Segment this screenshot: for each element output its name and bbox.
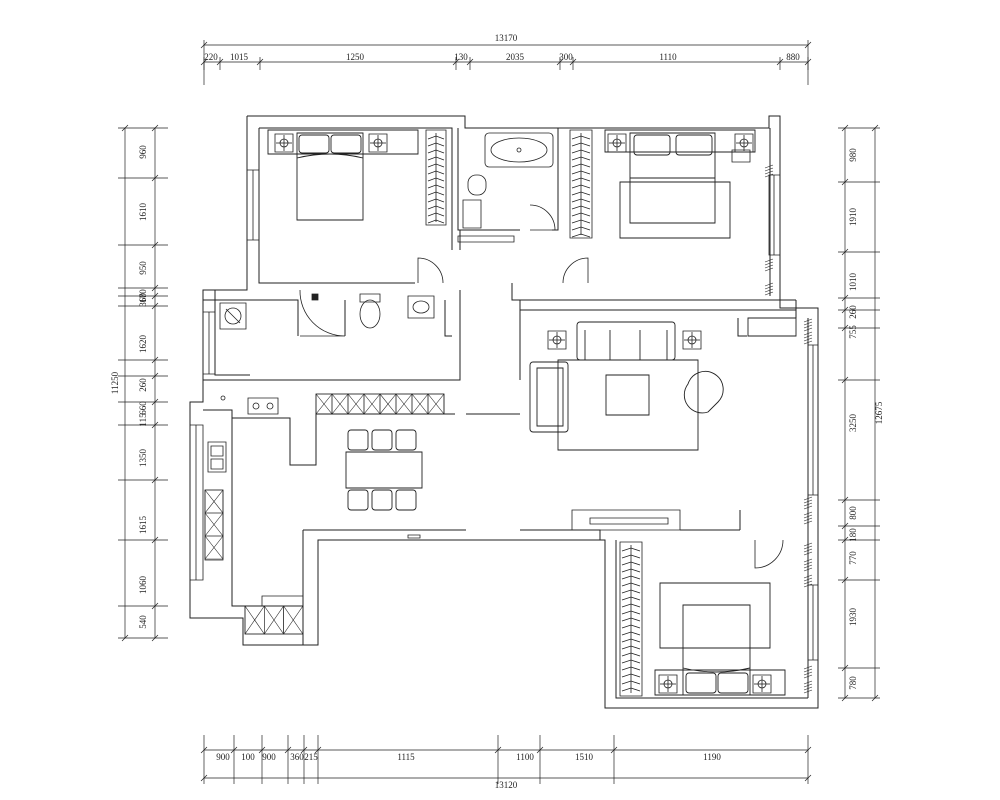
- dimension-bottom-segment: 1100: [516, 752, 534, 762]
- dimension-right-segment: 180: [848, 528, 858, 542]
- bathroom-fixtures: [458, 133, 553, 242]
- dimension-right-segment: 1010: [848, 273, 858, 292]
- dimension-labels: 13170 220 1015 1250 130 2035 300 1110 880 13120 90…: [110, 33, 884, 790]
- living-room-furniture: [530, 318, 796, 450]
- dimension-bottom-segment: 900: [262, 752, 276, 762]
- dimension-right-segment: 770: [848, 551, 858, 565]
- dimension-right-segment: 780: [848, 676, 858, 690]
- dimension-left-segment: 1620: [138, 335, 148, 354]
- double-bed-icon: [605, 130, 755, 238]
- dimension-bottom-segment: 360: [290, 752, 304, 762]
- dimension-top-segment: 1110: [659, 52, 677, 62]
- dimension-left-segment: 360: [138, 293, 148, 307]
- dimension-left-total: 11250: [110, 371, 120, 394]
- dimension-right-segment: 980: [848, 148, 858, 162]
- tv-cabinet-icon: [572, 510, 680, 530]
- dimension-right-segment: 755: [848, 325, 858, 339]
- dimension-left-segment: 540: [138, 615, 148, 629]
- washing-machine-icon: [220, 303, 246, 329]
- bathroom-fixtures: [220, 294, 434, 329]
- dimension-left-segment: 660: [138, 401, 148, 415]
- hatch-marks: [205, 165, 812, 693]
- nightstand-lamp-icon: [275, 134, 771, 693]
- dimension-left-segment: 1350: [138, 449, 148, 468]
- washbasin-icon: [408, 296, 434, 318]
- dimension-bottom-segment: 1190: [703, 752, 721, 762]
- double-bed-icon: [268, 130, 418, 220]
- dimension-bottom-segment: 215: [304, 752, 318, 762]
- dimension-left-segment: 1615: [138, 516, 148, 535]
- dimension-bottom-segment: 1510: [575, 752, 594, 762]
- dimension-left-segment: 950: [138, 261, 148, 275]
- dimension-lines: [118, 40, 880, 784]
- dimension-right-segment: 800: [848, 506, 858, 520]
- stove-icon: [248, 398, 278, 414]
- dimension-top-segment: 2035: [506, 52, 525, 62]
- kitchen-fixtures: [205, 394, 680, 634]
- dimension-bottom-total: 13120: [495, 780, 518, 790]
- toilet-icon: [468, 175, 486, 195]
- dimension-top-segment: 130: [454, 52, 468, 62]
- dimension-bottom-segment: 1115: [397, 752, 415, 762]
- sink-icon: [208, 442, 226, 472]
- dimension-top-segment: 220: [204, 52, 218, 62]
- dimension-left-segment: 260: [138, 378, 148, 392]
- dimension-bottom-segment: 900: [216, 752, 230, 762]
- dimension-right-segment: 1930: [848, 608, 858, 627]
- dimension-left-segment: 960: [138, 145, 148, 159]
- dimension-right-total: 12675: [874, 401, 884, 424]
- wardrobe-icon: [426, 130, 642, 696]
- walls: [190, 116, 818, 708]
- dimension-top-segment: 1015: [230, 52, 249, 62]
- sofa-icon: [577, 322, 675, 360]
- dimension-top-total: 13170: [495, 33, 518, 43]
- double-bed-icon: [655, 583, 785, 695]
- dimension-top-segment: 300: [559, 52, 573, 62]
- dimension-left-segment: 1060: [138, 576, 148, 595]
- dimension-bottom-segment: 100: [241, 752, 255, 762]
- door-swing-icon: [300, 205, 783, 568]
- dining-table-icon: [346, 430, 422, 510]
- dimension-top-segment: 880: [786, 52, 800, 62]
- armchair-icon: [530, 362, 568, 432]
- dimension-right-segment: 3250: [848, 414, 858, 433]
- dimension-left-segment: 170: [138, 289, 148, 303]
- dimension-right-segment: 260: [848, 305, 858, 319]
- toilet-icon: [359, 299, 381, 329]
- dimension-left-segment: 115: [138, 413, 148, 427]
- bathtub-icon: [485, 133, 553, 167]
- lounge-chair-icon: [684, 371, 723, 413]
- dimension-top-segment: 1250: [346, 52, 365, 62]
- coffee-table-icon: [606, 375, 649, 415]
- dimension-left-segment: 1610: [138, 203, 148, 222]
- dimension-right-segment: 1910: [848, 208, 858, 227]
- window-icon: [190, 170, 818, 660]
